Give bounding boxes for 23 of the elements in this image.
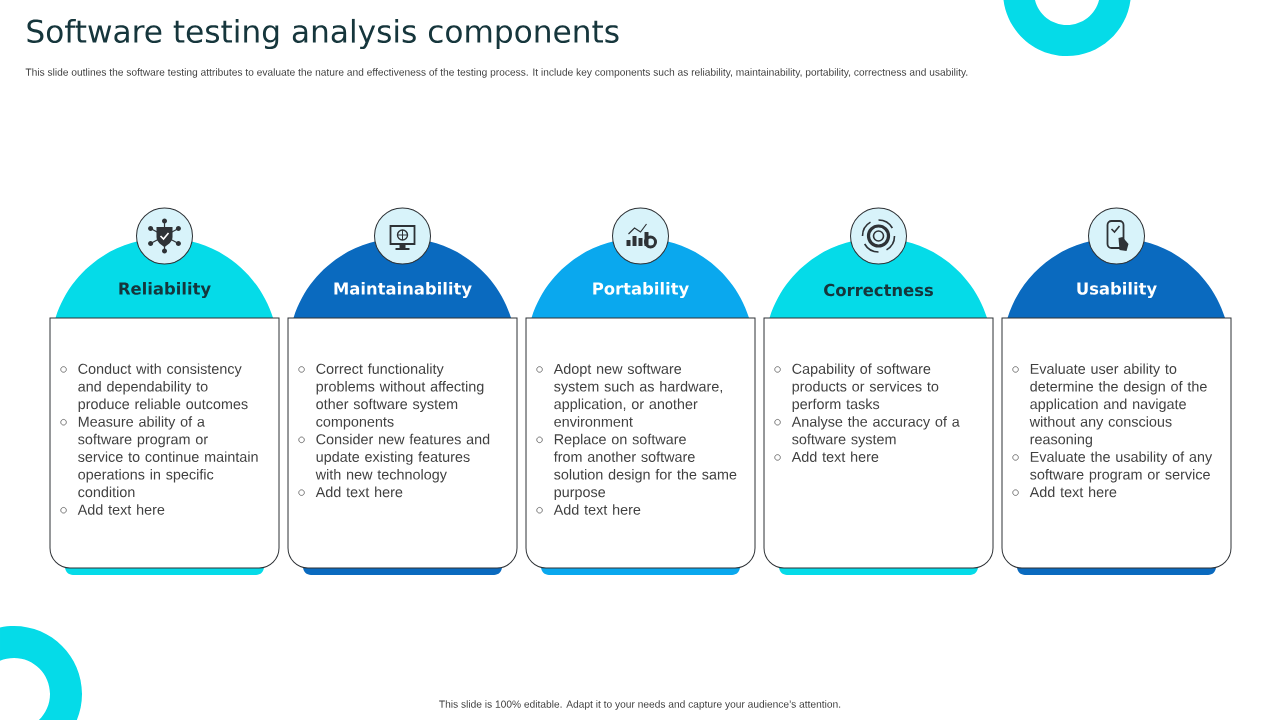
- bullet-item: Add text here: [60, 504, 165, 515]
- bullet-item: Add text here: [536, 504, 641, 515]
- bullet-item: Adopt new software system such as hardware, application, or another environment: [536, 363, 722, 427]
- footer-note: This slide is 100% editable. Adapt it to your needs and capture your audience’s attention.: [439, 700, 841, 710]
- card-heading: Usability: [1077, 282, 1157, 298]
- bullet-item: Correct functionality problems without affecting other software system components: [298, 363, 484, 430]
- bullet-item: Capability of software products or services to perform tasks: [774, 363, 939, 412]
- card-heading: Portability: [593, 282, 689, 298]
- card-heading: Maintainability: [334, 282, 472, 298]
- bullet-item: Add text here: [774, 451, 879, 462]
- card-heading: Reliability: [119, 282, 211, 298]
- bullet-item: Add text here: [1012, 486, 1117, 498]
- subtitle-text: This slide outlines the software testing attributes to evaluate the nature and effectiveness of the testing process. It include key components such as reliability, maintainability, portability, correctness and usability.: [25, 68, 968, 78]
- bullet-item: Evaluate the usability of any software program or service: [1012, 451, 1213, 483]
- bullet-item: Evaluate user ability to determine the design of the application and navigate without any conscious reasoning: [1012, 363, 1207, 448]
- bullet-item: Add text here: [298, 486, 403, 498]
- card-heading: Correctness: [824, 283, 933, 297]
- bullet-item: Replace on software from another software solution design for the same purpose: [536, 433, 737, 500]
- slide-title: Software testing analysis components: [27, 18, 619, 50]
- bullet-item: Analyse the accuracy of a software system: [774, 416, 960, 448]
- bullet-item: Consider new features and update existing features with new technology: [298, 433, 490, 483]
- bullet-item: Conduct with consistency and dependability to produce reliable outcomes: [60, 363, 248, 412]
- bullet-item: Measure ability of a software program or service to continue maintain operations in specific condition: [60, 416, 258, 498]
